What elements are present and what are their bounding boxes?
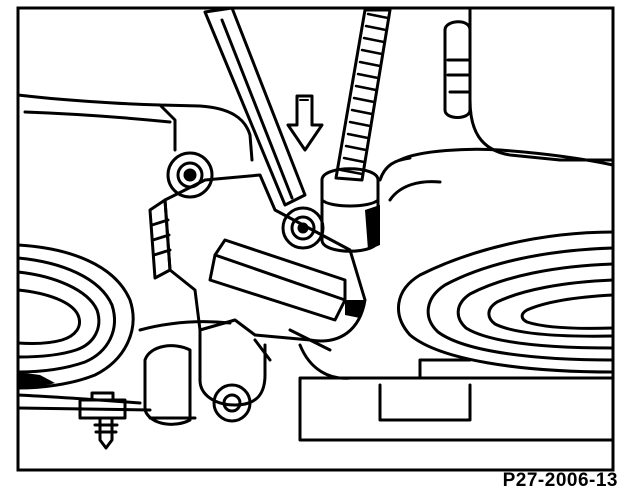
bracket-shadow [253,338,352,380]
upper-housing-edge [23,110,172,124]
wrench-shaft-inner [220,18,294,200]
disc-hub-shadow [18,372,55,388]
right-disc [397,230,615,374]
pivot-bolt [281,206,325,250]
lower-rail-right [298,376,615,442]
figure-code: P27-2006-13 [502,470,618,491]
right-housing-lower [398,147,615,167]
right-housing-body [378,156,442,202]
wrench-shaft [203,6,307,207]
lower-left-bolt [78,391,127,450]
upper-bolt [166,151,214,199]
illustration-frame [16,6,615,472]
lower-clamp [143,328,267,426]
left-disc [16,243,135,390]
down-arrow-icon [286,94,324,152]
lower-rail-bracket [378,358,472,422]
bracket-dark [345,300,365,318]
threaded-rod [334,8,392,182]
right-housing-cap [443,20,472,119]
collar-shadow [365,205,380,250]
central-bracket [148,173,367,343]
right-housing-ring [446,58,470,94]
upper-housing [16,93,254,162]
